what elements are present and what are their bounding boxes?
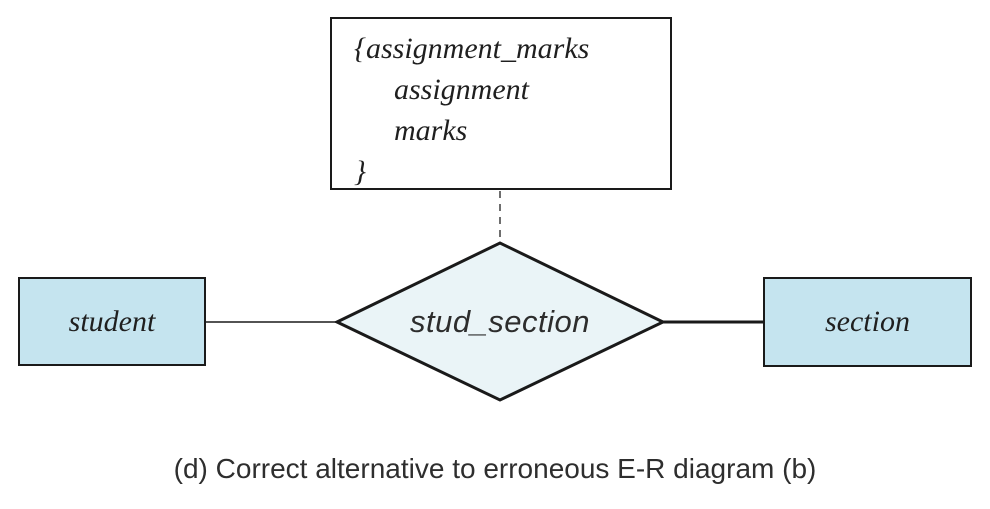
entity-student-label: student: [68, 304, 156, 338]
figure-caption: (d) Correct alternative to erroneous E-R…: [173, 453, 817, 484]
entity-section: section: [763, 277, 972, 367]
relationship-diamond-shape: [333, 241, 667, 402]
attribute-line-open: {assignment_marks: [354, 32, 590, 65]
attribute-box: {assignment_marks assignment marks }: [330, 17, 672, 190]
relationship-label: stud_section: [409, 303, 591, 339]
entity-section-label: section: [825, 305, 910, 338]
relationship-label-container: stud_section: [337, 243, 663, 400]
attribute-line-assignment: assignment: [394, 73, 529, 106]
attribute-line-close: }: [354, 155, 366, 188]
attribute-line-marks: marks: [394, 114, 468, 147]
entity-student: student: [18, 277, 206, 366]
